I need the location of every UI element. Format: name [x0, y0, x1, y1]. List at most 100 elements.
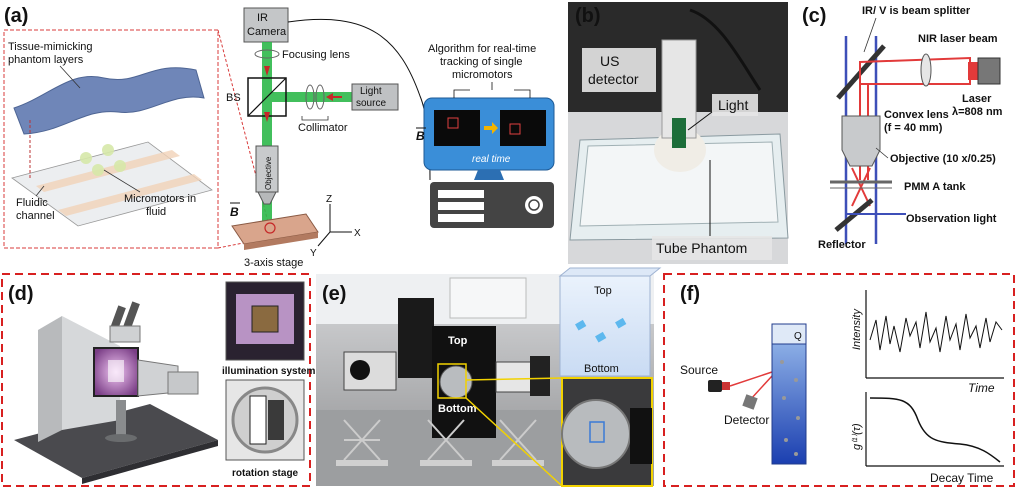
objective-pointer — [875, 147, 889, 159]
light-label-b: Light — [718, 97, 748, 113]
rotation-label: rotation stage — [232, 468, 299, 479]
panel-a-label: (a) — [4, 5, 28, 27]
micromotor-dot — [80, 152, 92, 164]
zoom-line-e2 — [465, 397, 563, 487]
lab-jack-3 — [499, 419, 537, 461]
laser-body — [977, 57, 1001, 85]
zoom-disc — [561, 399, 631, 469]
decay-label: Decay Time — [930, 471, 994, 485]
convex-label-2: (f = 40 mm) — [884, 122, 943, 134]
micromotor-pointer — [103, 169, 141, 193]
algo-line-2: tracking of single — [440, 56, 523, 68]
g1-curve — [869, 397, 1001, 463]
tube-label: Tube Phantom — [656, 240, 747, 256]
algo-line-1: Algorithm for real-time — [428, 43, 536, 55]
bottom-label: Bottom — [438, 403, 477, 415]
panel-b-label: (b) — [575, 5, 601, 27]
us-label-1: US — [600, 53, 619, 69]
monitor-arrow — [484, 122, 498, 134]
light-label: Light — [360, 86, 382, 97]
fluidic-pointer — [35, 185, 45, 197]
z-label: Z — [326, 194, 332, 205]
drive-slot-1 — [438, 190, 484, 198]
source-label: Source — [680, 363, 718, 377]
source-label: source — [356, 98, 386, 109]
stage-sample — [264, 222, 276, 234]
panel-f-label: (f) — [680, 283, 700, 305]
panel-d: (d) illumination system rotation stage — [1, 273, 315, 487]
tube-label-box — [652, 236, 772, 260]
ir-camera — [243, 7, 289, 43]
power-icon — [525, 196, 543, 214]
detector-label: Detector — [724, 413, 769, 427]
tissue-layer — [13, 67, 205, 135]
tracking-box-2 — [509, 123, 521, 135]
camera-lens — [350, 360, 370, 380]
b-field-label: B — [230, 205, 239, 219]
phantom-pointer — [59, 65, 81, 89]
zoom-lens — [630, 408, 652, 464]
splitter-pointer — [863, 17, 877, 53]
tank-inner — [579, 141, 779, 227]
pmma-label: PMM A tank — [904, 181, 966, 193]
panel-f: (f) Source Detector Q Intensity Time g⁽¹… — [663, 273, 1015, 487]
fluidic-label: Fluidic — [16, 197, 48, 209]
eyepiece-2 — [123, 301, 140, 329]
phantom-label-1: Tissue-mimicking — [8, 41, 93, 53]
laser-label-2: λ=808 nm — [952, 106, 1003, 118]
stage-foot — [105, 434, 137, 442]
holder-disc — [439, 365, 473, 399]
illumination-sample — [251, 305, 279, 333]
lab-jack-2 — [427, 419, 465, 461]
monitor-stand — [474, 170, 504, 180]
panel-d-label: (d) — [8, 283, 34, 305]
collimator-lens-2 — [315, 84, 325, 110]
cuvette-top-face — [558, 267, 662, 277]
lab-jack-1 — [343, 419, 381, 461]
drive-slot-2 — [438, 202, 484, 210]
channel-stripe-2 — [58, 174, 202, 216]
red-arrowhead — [264, 112, 270, 122]
objective-tip — [257, 191, 277, 205]
micromotor-dot — [102, 144, 114, 156]
zoom-line-e1 — [465, 377, 563, 381]
illum-label: illumination system — [222, 366, 315, 377]
panel-f-border — [663, 273, 1015, 487]
micromotor-label: Micromotors in — [124, 193, 196, 205]
light-pointer — [687, 111, 713, 131]
bubble — [780, 360, 784, 364]
light-label-box — [712, 94, 758, 116]
us-label-2: detector — [588, 71, 639, 87]
convex-label-1: Convex lens — [884, 109, 949, 121]
bubble — [796, 416, 800, 420]
rotation-holder — [268, 400, 284, 440]
top-label-2: Top — [594, 285, 612, 297]
q-label: Q — [794, 331, 802, 342]
reflector-label: Reflector — [818, 239, 866, 251]
table-edge — [82, 440, 218, 484]
collimator-label: Collimator — [298, 122, 348, 134]
source-body — [708, 380, 722, 392]
particle — [615, 317, 627, 329]
x-label: X — [354, 228, 361, 239]
obs-label: Observation light — [906, 213, 997, 225]
collimator-bracket — [301, 116, 329, 121]
panel-b: (b) US detector Light Tube Phantom — [568, 2, 789, 264]
channel-stripe-1 — [36, 150, 180, 192]
stage-side — [244, 232, 318, 250]
micromotor-dot — [114, 160, 126, 172]
objective-label: Objective — [264, 156, 273, 190]
focusing-lens — [254, 49, 280, 59]
sample-holder — [108, 360, 124, 382]
intensity-label: Intensity — [851, 308, 863, 350]
light-housing — [167, 371, 199, 395]
splitter-label: IR/ V is beam splitter — [862, 5, 971, 17]
fluidic-layer — [11, 141, 213, 227]
nir-label: NIR laser beam — [918, 33, 998, 45]
jack-base-1 — [336, 460, 388, 466]
light-cap — [530, 356, 550, 396]
bubble — [794, 452, 798, 456]
bubble — [784, 438, 788, 442]
light-source — [351, 83, 399, 111]
